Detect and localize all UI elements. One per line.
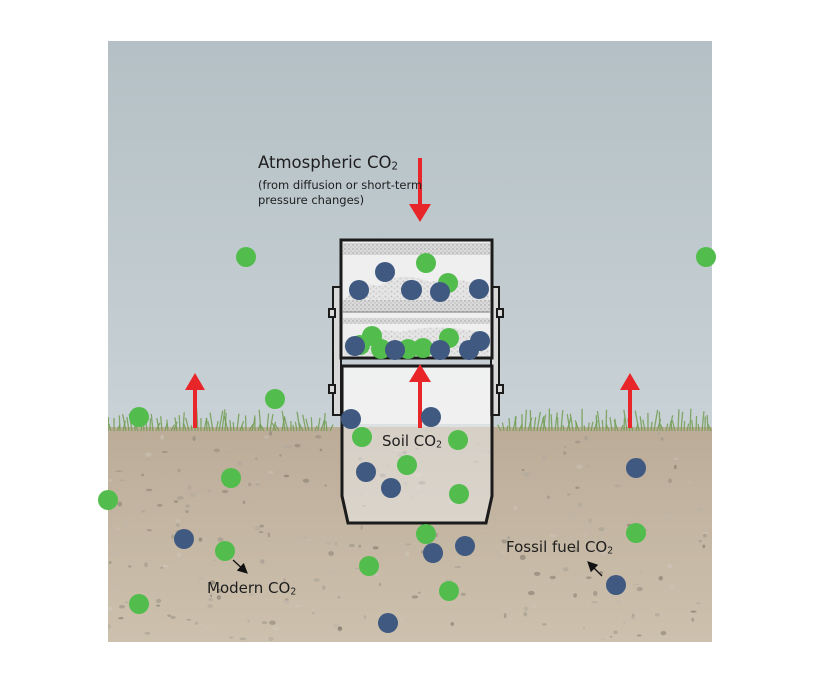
fossil-co2-particle	[455, 536, 475, 556]
fossil-co2-particle	[345, 336, 365, 356]
fossil-co2-particle	[430, 282, 450, 302]
fossil-co2-particle	[356, 462, 376, 482]
modern-co2-particle	[129, 407, 149, 427]
modern-co2-particle	[416, 253, 436, 273]
modern-co2-particle	[449, 484, 469, 504]
fossil-co2-particle	[375, 262, 395, 282]
fossil-co2-particle	[421, 407, 441, 427]
fossil-co2-particle	[378, 613, 398, 633]
modern-co2-particle	[626, 523, 646, 543]
modern-co2-particle	[439, 581, 459, 601]
fossil-co2-particle	[341, 409, 361, 429]
co2-particles	[98, 247, 716, 633]
black-pointer-arrow-icon	[587, 561, 603, 577]
fossil-co2-particle	[469, 279, 489, 299]
grass	[108, 408, 712, 432]
modern-co2-particle	[416, 524, 436, 544]
fossil-co2-particle	[385, 340, 405, 360]
fossil-co2-particle	[626, 458, 646, 478]
black-pointer-arrow-icon	[232, 559, 248, 574]
flux-arrows	[185, 158, 640, 428]
modern-co2-particle	[448, 430, 468, 450]
modern-co2-particle	[265, 389, 285, 409]
modern-co2-particle	[413, 338, 433, 358]
modern-co2-particle	[236, 247, 256, 267]
modern-co2-particle	[359, 556, 379, 576]
fossil-co2-particle	[174, 529, 194, 549]
modern-co2-particle	[215, 541, 235, 561]
fossil-co2-particle	[349, 280, 369, 300]
red-up-arrow-icon	[620, 373, 640, 428]
fossil-fuel-co2-label: Fossil fuel CO2	[506, 538, 614, 557]
fossil-co2-particle	[430, 340, 450, 360]
red-up-arrow-icon	[409, 364, 431, 428]
fossil-co2-particle	[381, 478, 401, 498]
fossil-co2-particle	[423, 543, 443, 563]
modern-co2-label: Modern CO2	[207, 579, 297, 598]
modern-co2-particle	[98, 490, 118, 510]
atmospheric-note-line-1: (from diffusion or short-term	[258, 178, 423, 192]
modern-co2-particle	[696, 247, 716, 267]
modern-co2-particle	[129, 594, 149, 614]
fossil-co2-particle	[401, 280, 421, 300]
red-up-arrow-icon	[185, 373, 205, 428]
soil-co2-label: Soil CO2	[382, 432, 443, 451]
atmospheric-co2-label: Atmospheric CO2	[258, 153, 399, 173]
red-down-arrow-icon	[409, 158, 431, 222]
fossil-co2-particle	[606, 575, 626, 595]
modern-co2-particle	[397, 455, 417, 475]
modern-co2-particle	[221, 468, 241, 488]
modern-co2-particle	[352, 427, 372, 447]
scene-background	[108, 41, 712, 642]
fossil-co2-particle	[470, 331, 490, 351]
atmospheric-note-line-2: pressure changes)	[258, 193, 365, 207]
